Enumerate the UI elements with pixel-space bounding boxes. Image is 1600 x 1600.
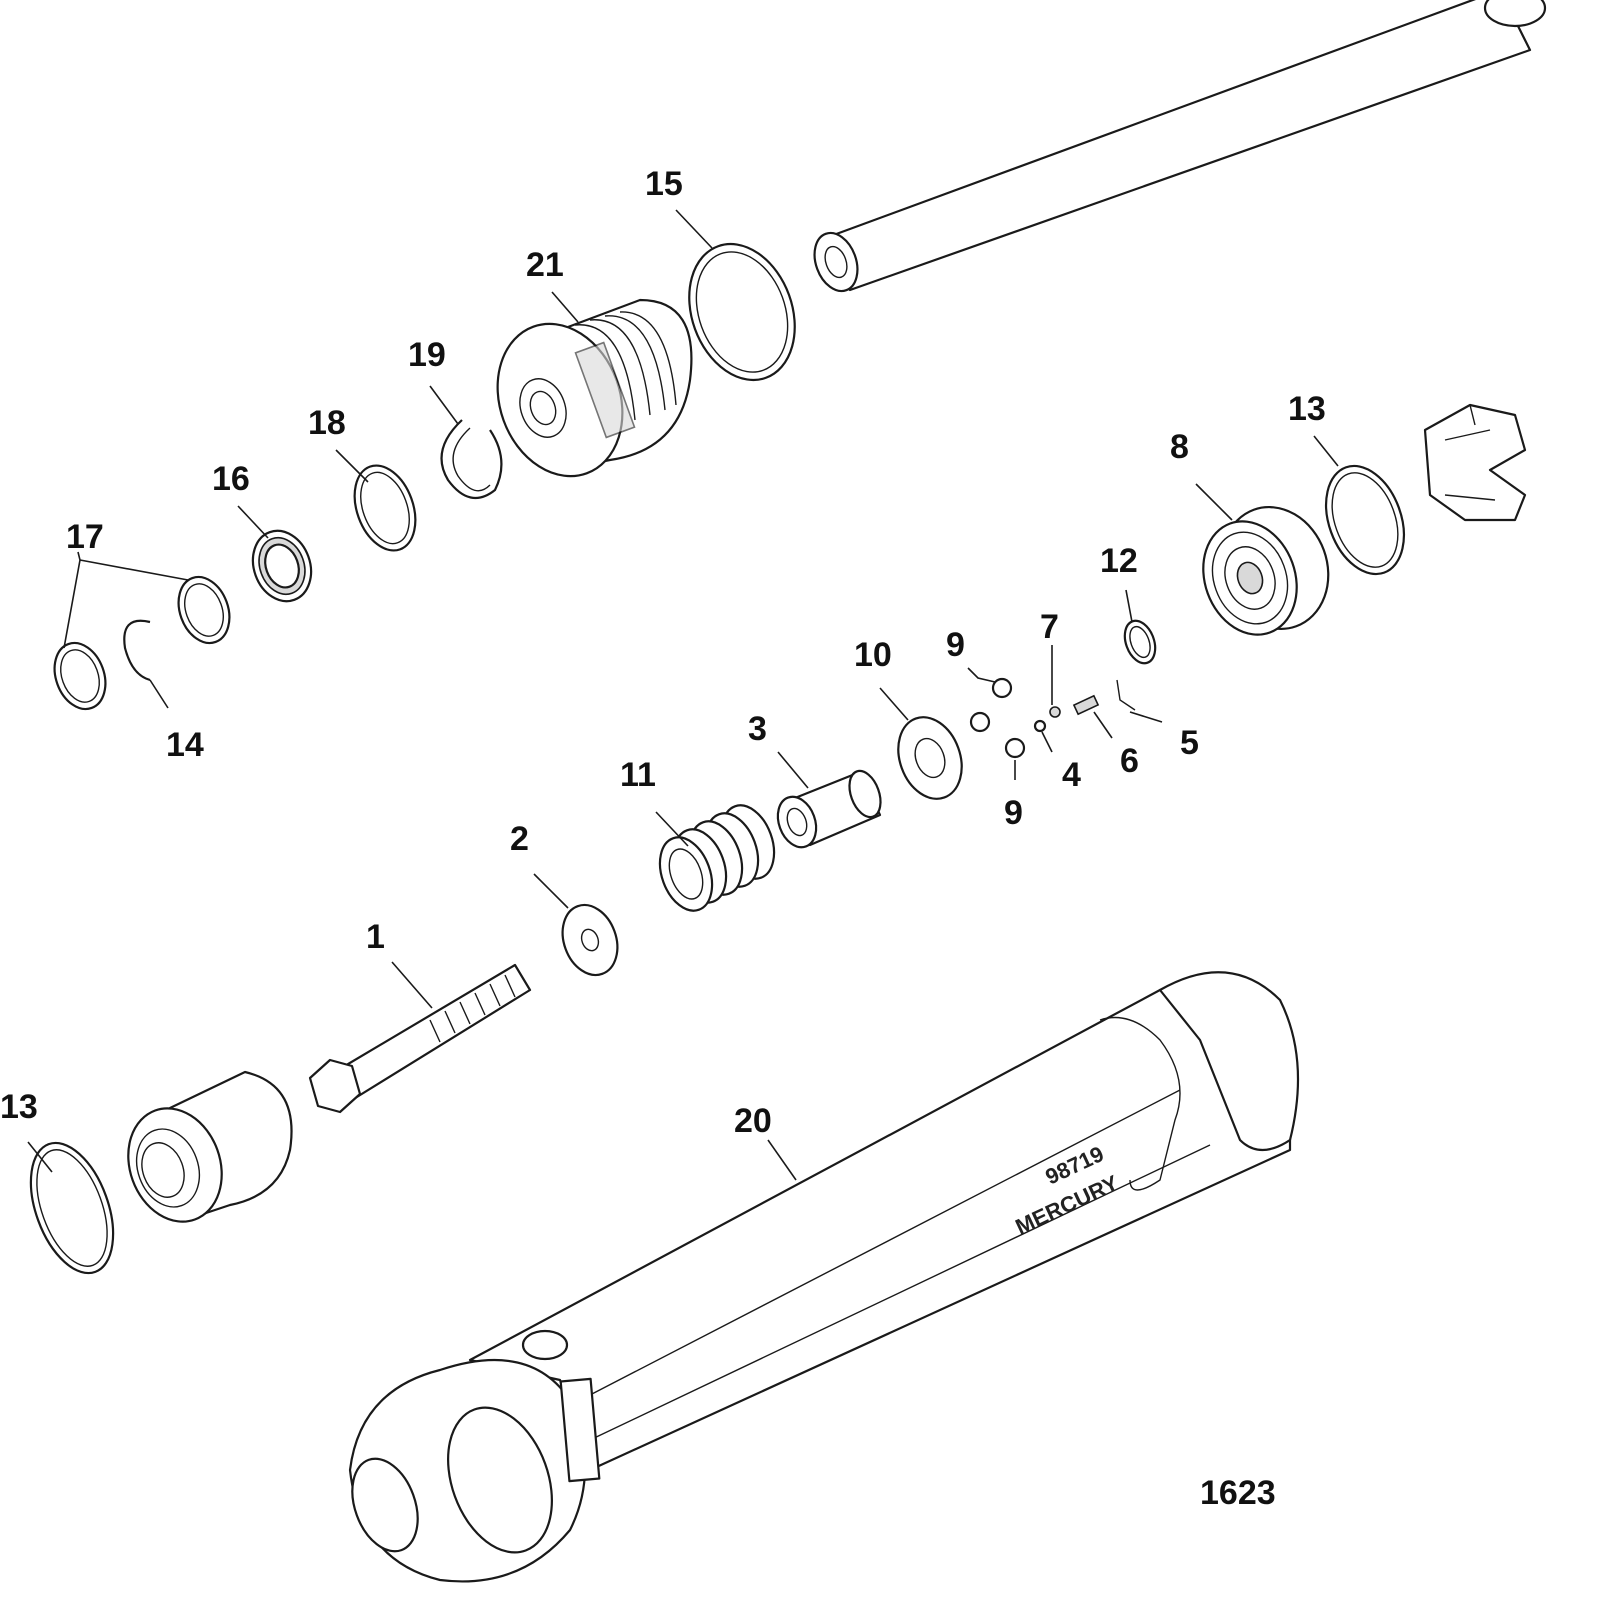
callout-4: 4 — [1062, 756, 1081, 794]
callout-21: 21 — [526, 246, 564, 284]
callout-12: 12 — [1100, 542, 1138, 580]
ring-13-lower — [29, 1141, 115, 1275]
pin-5 — [1116, 679, 1136, 711]
leader-lines — [27, 209, 1339, 1181]
washer-2 — [561, 903, 619, 977]
sleeve-3 — [776, 769, 882, 849]
callout-3: 3 — [748, 710, 767, 748]
end-cap — [127, 1070, 293, 1223]
ring-13-upper — [1325, 464, 1405, 576]
callouts: 15 21 19 18 16 17 14 8 13 12 7 9 10 5 6 … — [0, 165, 1326, 1140]
callout-10: 10 — [854, 636, 892, 674]
callout-20: 20 — [734, 1102, 772, 1140]
callout-15: 15 — [645, 165, 683, 203]
snap-ring-19 — [440, 419, 503, 500]
callout-13-upper: 13 — [1288, 390, 1326, 428]
spring-11 — [658, 804, 776, 912]
ball-9-b — [1004, 737, 1026, 759]
ball-9-a — [969, 677, 1013, 733]
callout-2: 2 — [510, 820, 529, 858]
ring-18 — [353, 464, 417, 552]
washer-10 — [897, 716, 963, 800]
seat-4 — [1033, 719, 1047, 733]
o-ring-15 — [688, 242, 796, 382]
seal-16 — [251, 529, 313, 603]
bolt-1 — [308, 963, 532, 1114]
piston-8 — [1202, 505, 1330, 636]
gland-21 — [496, 298, 693, 478]
ring-17-b — [53, 641, 107, 711]
callout-1: 1 — [366, 918, 385, 956]
callout-9-lower: 9 — [1004, 794, 1023, 832]
figure-number: 1623 — [1200, 1474, 1276, 1512]
cylinder-body-20: 98719 MERCURY — [348, 971, 1300, 1583]
bracket — [1423, 403, 1527, 522]
callout-11: 11 — [620, 756, 656, 794]
callout-6: 6 — [1120, 742, 1139, 780]
ball-7 — [1049, 706, 1061, 718]
callout-18: 18 — [308, 404, 346, 442]
callout-17: 17 — [66, 518, 104, 556]
callout-9-upper: 9 — [946, 626, 965, 664]
callout-19: 19 — [408, 336, 446, 374]
callout-13-lower: 13 — [0, 1088, 38, 1126]
callout-7: 7 — [1040, 608, 1059, 646]
spring-6 — [1072, 694, 1100, 716]
callout-8: 8 — [1170, 428, 1189, 466]
piston-rod — [813, 0, 1547, 293]
ring-17-a — [177, 575, 231, 645]
clip-14 — [123, 619, 151, 682]
callout-16: 16 — [212, 460, 250, 498]
callout-5: 5 — [1180, 724, 1199, 762]
ring-12 — [1123, 619, 1157, 665]
callout-14: 14 — [166, 726, 204, 764]
